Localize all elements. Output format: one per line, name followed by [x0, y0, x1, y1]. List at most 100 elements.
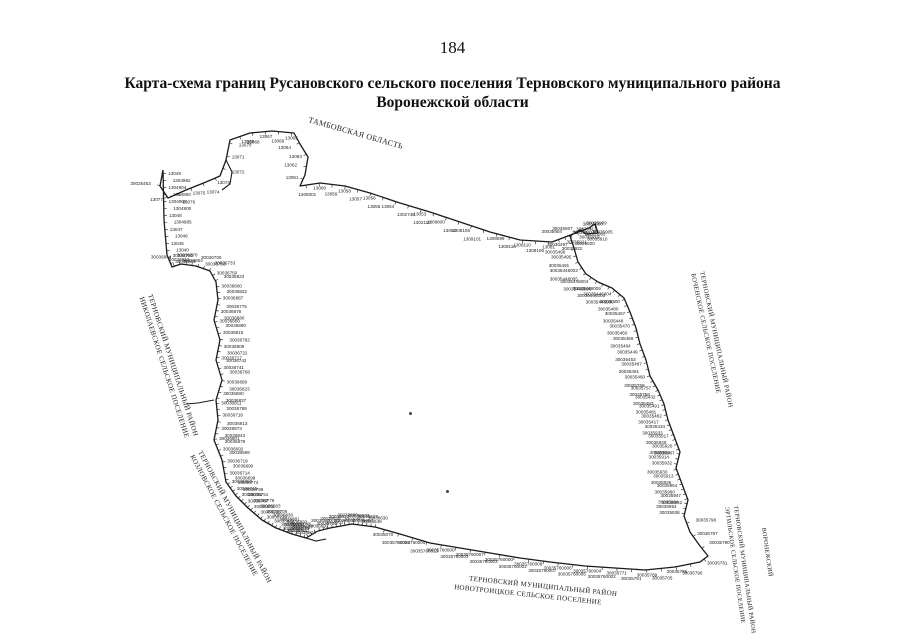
boundary-point-tick	[661, 404, 665, 406]
boundary-point-label: 30035930	[647, 470, 668, 475]
boundary-point-tick	[356, 189, 359, 193]
boundary-point-label: 30035460	[607, 330, 628, 335]
boundary-point-label: 13062	[284, 163, 297, 168]
boundary-point-label: 1302110	[413, 220, 431, 225]
boundary-point-tick	[686, 521, 690, 524]
boundary-point-label: 30035901	[572, 230, 593, 235]
boundary-point-label: 30036637	[349, 513, 370, 518]
boundary-point-label: 30035467	[605, 311, 626, 316]
boundary-point-tick	[214, 316, 218, 318]
boundary-point-tick	[583, 229, 585, 233]
boundary-point-label: 30036699	[229, 450, 250, 455]
boundary-point-tick	[445, 217, 447, 221]
boundary-point-label: 30035914	[649, 454, 670, 459]
boundary-point-tick	[601, 283, 604, 287]
boundary-point-label: 30035453	[615, 357, 636, 362]
boundary-point-tick	[212, 273, 216, 276]
boundary-point-label: 30035960	[654, 490, 675, 495]
boundary-point-label: 30035481	[636, 409, 657, 414]
boundary-point-label: 1304904	[168, 185, 186, 190]
boundary-point-label: 30035760013	[410, 549, 439, 554]
boundary-point-label: 13075	[193, 190, 206, 195]
boundary-point-tick	[641, 356, 645, 358]
boundary-point-tick	[680, 488, 684, 491]
boundary-point-tick	[306, 534, 309, 537]
boundary-point-label: 30035771	[606, 571, 627, 576]
boundary-point-ticks	[157, 131, 707, 573]
boundary-point-label: 30036800	[223, 391, 244, 396]
boundary-point-tick	[279, 526, 281, 530]
boundary-point-label: 30035789	[637, 572, 658, 577]
boundary-point-label: 30035757	[631, 386, 652, 391]
boundary-point-tick	[621, 298, 625, 301]
boundary-point-tick	[677, 478, 681, 481]
boundary-point-label: 30036648	[290, 522, 311, 527]
boundary-point-label: 30036763	[173, 253, 194, 258]
boundary-point-label: 30036630	[367, 515, 388, 520]
boundary-point-tick	[237, 495, 241, 499]
center-dot-2	[446, 490, 449, 493]
boundary-point-label: 30036800	[222, 284, 243, 289]
boundary-point-tick	[674, 443, 678, 446]
boundary-point-tick	[383, 529, 385, 533]
boundary-point-label: 1308106	[526, 248, 544, 253]
boundary-point-tick	[589, 277, 592, 281]
boundary-point-tick	[569, 242, 573, 245]
boundary-point-tick	[646, 375, 651, 377]
boundary-point-tick	[639, 349, 643, 352]
boundary-point-tick	[673, 468, 677, 471]
boundary-point-label: 30035964	[658, 500, 679, 505]
boundary-point-label: 30035765	[667, 569, 688, 574]
boundary-point-tick	[575, 261, 579, 264]
boundary-point-label: 30035493	[633, 401, 654, 406]
boundary-point-label: 30035919	[579, 235, 600, 240]
boundary-point-tick	[583, 273, 586, 276]
settlement-boundary-spur-south	[305, 537, 327, 542]
boundary-point-label: 30035446003	[550, 268, 579, 273]
boundary-point-label: 30035464	[610, 344, 631, 349]
boundary-point-label: 30036813	[227, 421, 248, 426]
boundary-point-label: 30036710	[267, 514, 288, 519]
boundary-point-tick	[382, 197, 384, 201]
boundary-point-tick	[218, 345, 222, 347]
boundary-point-label: 13060	[313, 186, 326, 191]
boundary-point-tick	[659, 399, 663, 402]
boundary-point-label: 1304908	[169, 199, 187, 204]
boundary-point-tick	[636, 343, 640, 345]
boundary-point-tick	[313, 529, 316, 533]
boundary-point-label: 30036750	[217, 271, 238, 276]
boundary-point-tick	[626, 311, 630, 314]
boundary-point-label: 13071	[232, 154, 245, 159]
boundary-point-label: 30036854	[182, 258, 203, 263]
boundary-point-label: 30036768	[230, 369, 251, 374]
boundary-point-tick	[214, 321, 218, 323]
boundary-point-label: 30035760002	[588, 574, 617, 579]
boundary-point-tick	[216, 356, 220, 359]
boundary-point-tick	[202, 183, 205, 187]
boundary-point-label: 13065	[285, 135, 298, 140]
boundary-point-tick	[670, 434, 674, 436]
boundary-point-tick	[220, 454, 224, 457]
boundary-point-tick	[232, 489, 236, 492]
boundary-point-label: 30036751	[248, 492, 269, 497]
boundary-point-tick	[573, 230, 576, 233]
boundary-point-label: 30035917	[648, 434, 669, 439]
boundary-point-tick	[645, 368, 649, 371]
boundary-point-label: 1304982	[173, 178, 191, 183]
boundary-point-label: 1308116	[498, 244, 516, 249]
boundary-point-label: 30036844	[151, 255, 172, 260]
boundary-point-tick	[663, 414, 667, 416]
boundary-point-tick	[218, 391, 222, 394]
boundary-point-label: 30035798	[696, 517, 717, 522]
boundary-point-label: 30036745	[237, 486, 258, 491]
boundary-point-label: 30036714	[229, 470, 250, 475]
boundary-point-tick	[617, 294, 621, 298]
boundary-point-label: 30036623	[357, 514, 378, 519]
boundary-point-label: 30036860	[220, 318, 241, 323]
boundary-point-tick	[570, 234, 573, 238]
boundary-point-label: 30035760004	[573, 569, 602, 574]
boundary-point-label: 13056	[363, 196, 376, 201]
boundary-point-tick	[318, 527, 320, 531]
boundary-point-label: 30035912	[576, 227, 597, 232]
boundary-point-tick	[253, 510, 257, 514]
